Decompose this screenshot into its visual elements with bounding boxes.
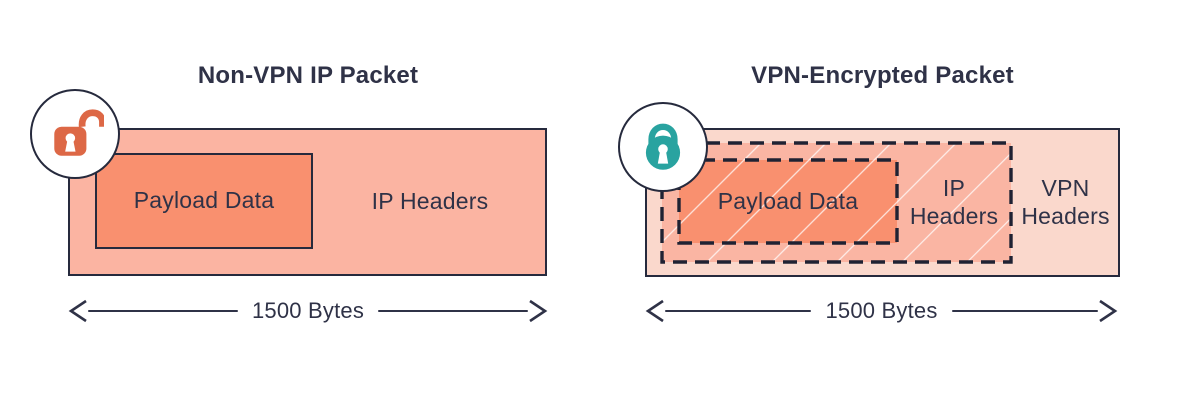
payload-data-box: Payload Data xyxy=(95,153,313,249)
lock-icon xyxy=(645,123,681,170)
vpn-headers-label: VPN Headers xyxy=(1021,175,1110,229)
arrow-line xyxy=(665,309,812,313)
unlock-icon xyxy=(54,109,104,156)
right-size-arrow: 1500 Bytes xyxy=(645,297,1118,325)
unlock-badge xyxy=(30,89,120,179)
arrowhead-left-icon xyxy=(645,299,664,323)
arrow-line xyxy=(88,309,238,313)
left-size-label: 1500 Bytes xyxy=(251,298,365,323)
lock-badge xyxy=(618,102,708,192)
encrypted-ip-headers-label: IP Headers xyxy=(909,175,999,229)
encrypted-payload-label: Payload Data xyxy=(717,187,859,214)
vpn-panel-title: VPN-Encrypted Packet xyxy=(751,62,1014,89)
arrowhead-right-icon xyxy=(529,299,548,323)
left-size-arrow: 1500 Bytes xyxy=(68,297,548,325)
arrowhead-right-icon xyxy=(1099,299,1118,323)
payload-data-label: Payload Data xyxy=(133,187,275,214)
arrow-line xyxy=(951,309,1099,313)
right-size-label: 1500 Bytes xyxy=(825,298,938,323)
non-vpn-panel-title: Non-VPN IP Packet xyxy=(197,62,419,89)
arrow-line xyxy=(378,309,529,313)
ip-headers-label: IP Headers xyxy=(371,188,489,215)
arrowhead-left-icon xyxy=(68,299,87,323)
